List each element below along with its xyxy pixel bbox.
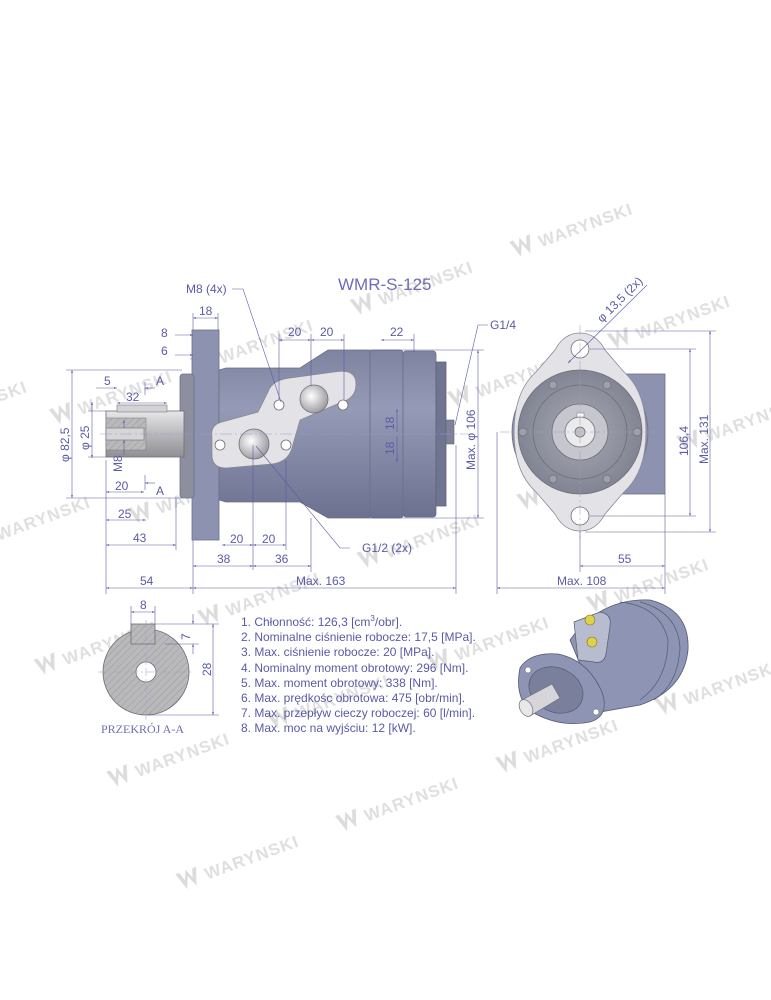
iso-fitting-1 <box>584 614 596 626</box>
svg-text:54: 54 <box>140 574 154 588</box>
svg-text:7: 7 <box>179 633 193 640</box>
svg-text:G1/2 (2x): G1/2 (2x) <box>362 541 412 555</box>
side-view-dimensions: M8 (4x) 18 8 6 20 20 22 G1/4 Max. φ 106 … <box>58 282 516 594</box>
svg-text:106,4: 106,4 <box>677 426 691 456</box>
iso-fitting-2 <box>586 636 598 648</box>
svg-text:20: 20 <box>288 325 302 339</box>
svg-text:32: 32 <box>126 390 140 404</box>
svg-text:25: 25 <box>118 507 132 521</box>
svg-text:20: 20 <box>320 325 334 339</box>
iso-view <box>518 599 689 725</box>
svg-text:A: A <box>156 374 164 388</box>
svg-text:Max. 163: Max. 163 <box>296 574 346 588</box>
svg-text:φ 82,5: φ 82,5 <box>58 427 72 462</box>
svg-text:20: 20 <box>230 532 244 546</box>
section-dimensions: 8 7 28 <box>130 598 219 716</box>
spec-item: 7. Max. przepływ cieczy roboczej: 60 [l/… <box>241 706 476 721</box>
drain-port <box>445 419 455 445</box>
svg-text:Max. φ 106: Max. φ 106 <box>464 409 478 470</box>
port-a <box>299 384 329 414</box>
side-view <box>100 329 470 541</box>
spec-item: 2. Nominalne ciśnienie robocze: 17,5 [MP… <box>241 630 476 645</box>
svg-text:28: 28 <box>200 662 214 676</box>
bolt-hole-1 <box>273 399 285 411</box>
svg-text:6: 6 <box>161 344 168 358</box>
spec-item: 6. Max. prędkośc obrotowa: 475 [obr/min]… <box>241 691 466 706</box>
bolt-hole-4 <box>280 439 292 451</box>
svg-text:18: 18 <box>383 441 397 455</box>
svg-text:8: 8 <box>140 598 147 612</box>
section-label: PRZEKRÓJ A-A <box>101 722 184 736</box>
svg-text:22: 22 <box>390 325 404 339</box>
front-bolts <box>518 380 642 484</box>
svg-text:20: 20 <box>115 479 129 493</box>
svg-text:A: A <box>156 484 164 498</box>
svg-text:55: 55 <box>618 552 632 566</box>
svg-text:G1/4: G1/4 <box>490 318 516 332</box>
svg-text:5: 5 <box>104 374 111 388</box>
svg-text:φ 25: φ 25 <box>78 425 92 450</box>
section-a-a <box>98 620 194 720</box>
svg-text:36: 36 <box>275 552 289 566</box>
svg-text:43: 43 <box>133 531 147 545</box>
svg-text:8: 8 <box>161 326 168 340</box>
spec-item: 4. Nominalny moment obrotowy: 296 [Nm]. <box>241 660 469 675</box>
svg-text:18: 18 <box>199 304 213 318</box>
bolt-hole-2 <box>337 399 349 411</box>
svg-text:M8: M8 <box>111 455 125 472</box>
spec-item: 1. Chłonność: 126,3 [cm3/obr]. <box>241 614 403 629</box>
spec-item: 3. Max. ciśnienie robocze: 20 [MPa]. <box>241 645 435 660</box>
svg-text:Max. 108: Max. 108 <box>557 574 607 588</box>
svg-text:M8 (4x): M8 (4x) <box>186 282 227 296</box>
spec-item: 8. Max. moc na wyjściu: 12 [kW]. <box>241 721 416 736</box>
port-b <box>238 428 270 460</box>
svg-text:20: 20 <box>262 532 276 546</box>
shaft-key <box>116 404 168 413</box>
model-title: WMR-S-125 <box>338 275 432 294</box>
key-section <box>130 623 156 645</box>
spec-item: 5. Max. moment obrotowy: 338 [Nm]. <box>241 675 438 690</box>
bolt-hole-3 <box>214 439 226 451</box>
svg-text:φ 13,5 (2x): φ 13,5 (2x) <box>594 274 645 325</box>
svg-text:38: 38 <box>217 552 231 566</box>
specifications-list: 1. Chłonność: 126,3 [cm3/obr]. 2. Nomina… <box>241 611 476 737</box>
svg-text:18: 18 <box>383 416 397 430</box>
front-view <box>500 325 666 540</box>
svg-text:Max. 131: Max. 131 <box>697 414 711 464</box>
